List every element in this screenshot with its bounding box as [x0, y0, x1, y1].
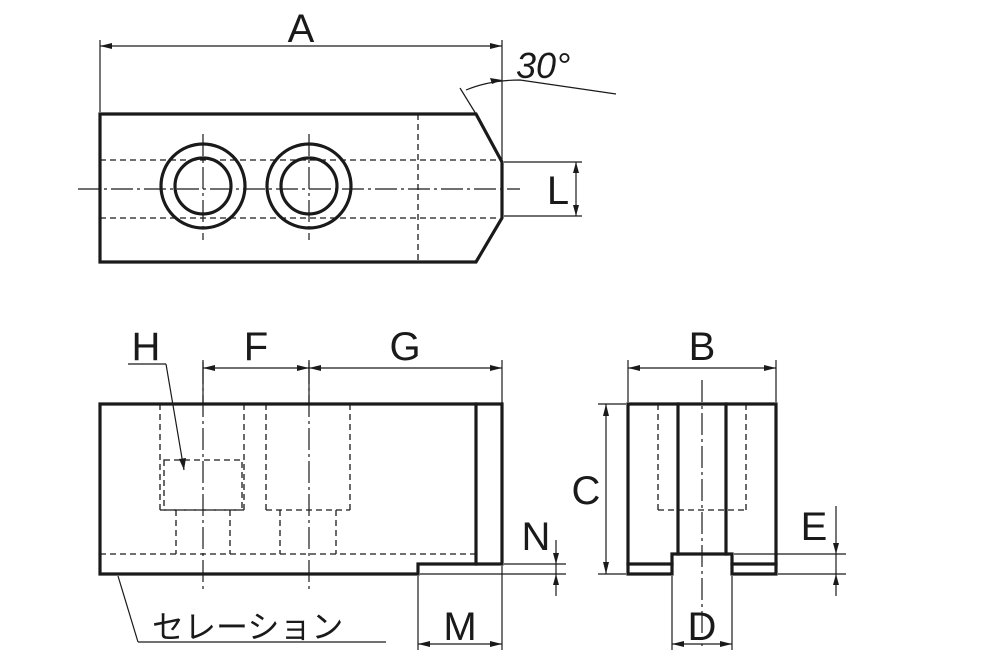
serration-label: セレーション: [152, 608, 343, 646]
dim-b-label: B: [689, 325, 716, 369]
dim-l-arrow-top: [573, 162, 579, 173]
dim-f-arrow-right: [297, 365, 309, 371]
dim-d-arrow-left: [672, 641, 684, 647]
dim-h-label: H: [132, 325, 161, 369]
angle-arrow: [490, 78, 502, 84]
dim-h-leader-diagonal: [165, 363, 185, 471]
dim-e-arrow-top: [833, 543, 839, 554]
dim-b-arrow-left: [628, 365, 640, 371]
dim-n-arrow-bottom: [553, 574, 559, 585]
dim-d-label: D: [688, 605, 717, 649]
dim-m-arrow-left: [418, 641, 430, 647]
front-view: H F G N M セレーション: [98, 325, 566, 650]
dim-e-arrow-bottom: [833, 574, 839, 585]
dim-m-arrow-right: [490, 641, 502, 647]
dim-f-arrow-left: [203, 365, 215, 371]
dim-e-label: E: [801, 505, 828, 549]
dim-g-arrow-right: [490, 365, 502, 371]
dim-b-arrow-right: [764, 365, 776, 371]
top-view: A 30° L: [78, 7, 617, 264]
dim-l-label: L: [547, 169, 569, 213]
dim-h-arrow: [179, 458, 186, 470]
dim-c-label: C: [572, 469, 601, 513]
dim-a-label: A: [288, 7, 315, 51]
angle-label: 30°: [516, 45, 570, 86]
side-view: B C E D: [572, 325, 846, 650]
dim-a-arrow-left: [100, 43, 112, 49]
hole-h-box: [163, 459, 243, 511]
dim-n-arrow-top: [553, 553, 559, 564]
dim-g-label: G: [389, 325, 420, 369]
side-view-outline: [626, 402, 778, 576]
dim-c-arrow-top: [603, 404, 609, 416]
dim-m-label: M: [443, 605, 476, 649]
dim-g-arrow-left: [309, 365, 321, 371]
serration-leader-diagonal: [117, 575, 139, 643]
dim-n-label: N: [522, 515, 551, 559]
angle-leader-line: [459, 87, 477, 115]
dim-f-label: F: [244, 325, 268, 369]
dim-c-arrow-bottom: [603, 562, 609, 574]
dim-a-arrow-right: [490, 43, 502, 49]
dim-d-arrow-right: [720, 641, 732, 647]
dim-l-arrow-bottom: [573, 205, 579, 216]
